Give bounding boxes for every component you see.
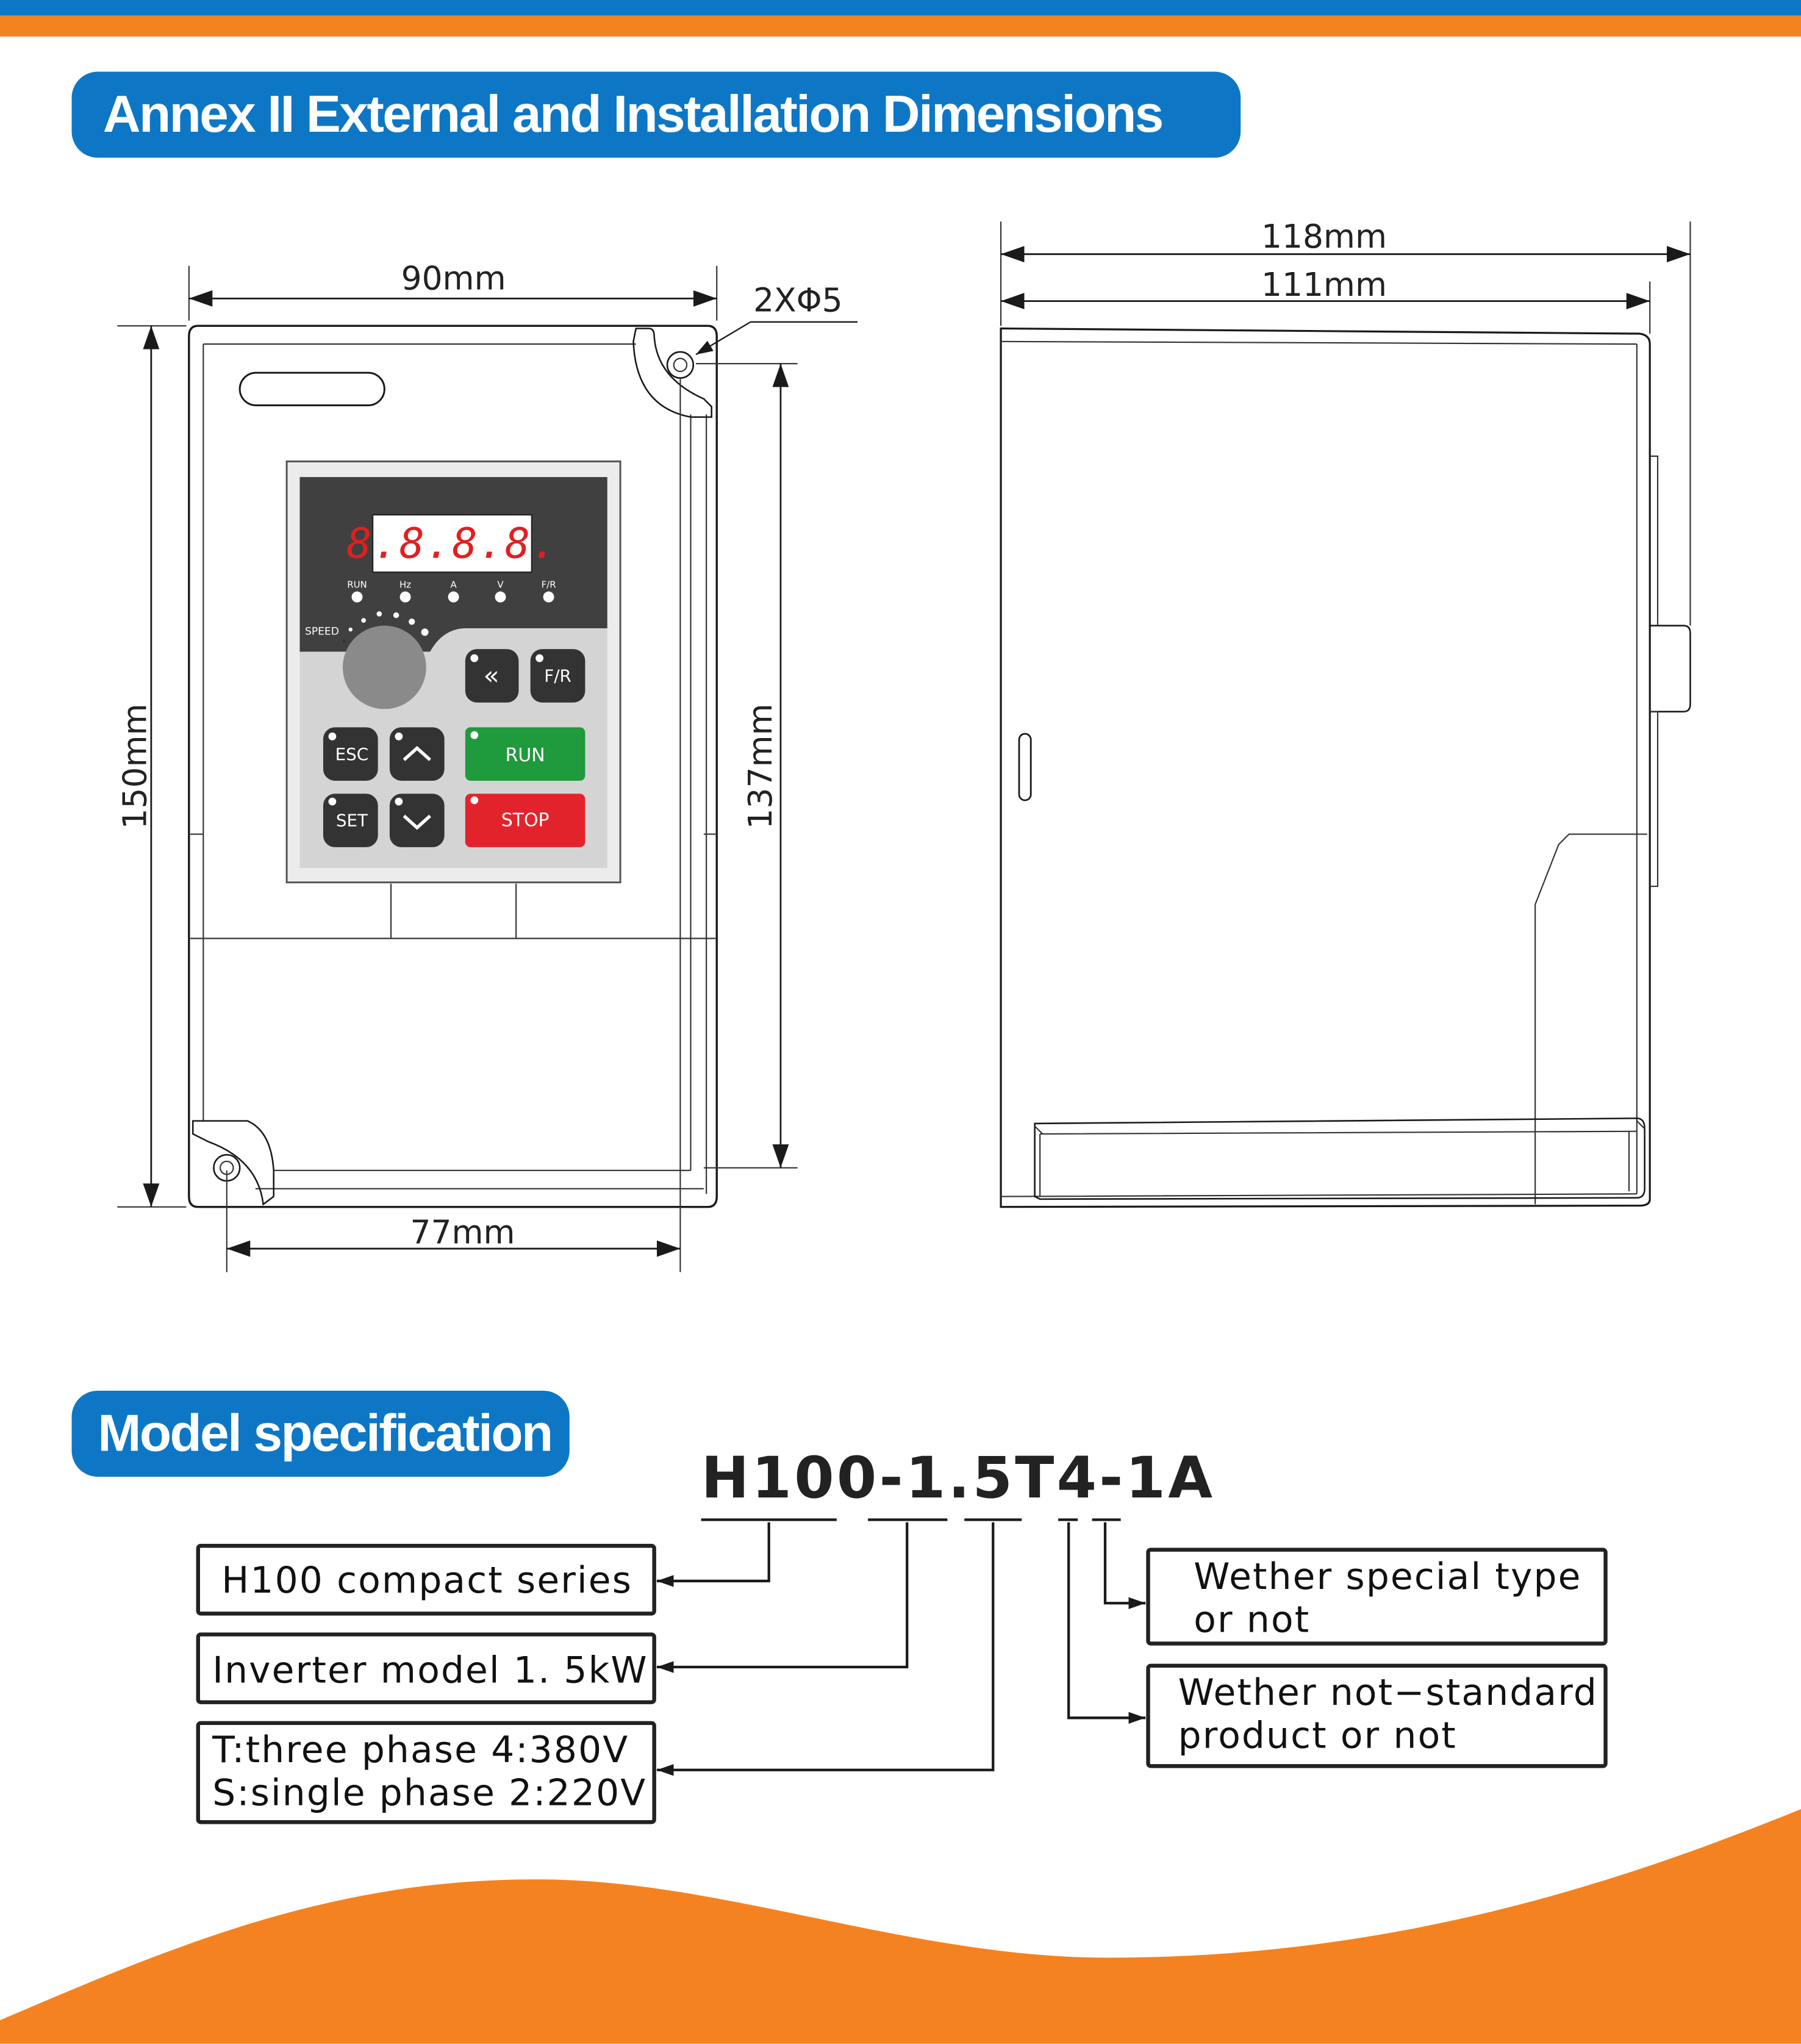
series-text: H100 compact series xyxy=(221,1559,632,1602)
phase-box xyxy=(196,1721,656,1824)
keypad: 8.8.8.8. RUN Hz A V F/R SPEED xyxy=(285,460,621,884)
model-spec-header: Model specification xyxy=(71,1390,570,1477)
led-v xyxy=(495,591,506,603)
depth-dim-label: 118mm xyxy=(1261,217,1387,256)
special-text-line2: or not xyxy=(1194,1598,1310,1641)
side-view: 118mm 111mm xyxy=(1000,217,1691,1208)
body-depth-dim-label: 111mm xyxy=(1261,265,1387,304)
top-orange-stripe xyxy=(0,15,1801,37)
power-text: Inverter model 1. 5kW xyxy=(212,1649,648,1692)
speed-label: SPEED xyxy=(305,626,339,638)
special-box xyxy=(1146,1547,1608,1646)
svg-text:«: « xyxy=(484,661,499,691)
height-dim-label: 150mm xyxy=(115,703,154,829)
nonstd-box xyxy=(1146,1663,1608,1768)
hole-dim-label: 2XΦ5 xyxy=(753,281,843,320)
led-a xyxy=(448,591,459,603)
led-hz xyxy=(399,591,411,603)
esc-key[interactable]: ESC xyxy=(323,727,378,781)
seven-seg-display: 8.8.8.8. xyxy=(346,520,557,568)
speed-dots xyxy=(348,611,435,643)
nonstd-text-line1: Wether not−standard xyxy=(1178,1671,1598,1714)
mount-width-dim-label: 77mm xyxy=(410,1213,515,1252)
svg-text:RUN: RUN xyxy=(506,745,545,766)
width-dim-label: 90mm xyxy=(401,259,506,297)
shift-key[interactable]: « xyxy=(465,649,519,703)
speed-knob[interactable] xyxy=(342,625,426,709)
stop-key[interactable]: STOP xyxy=(465,794,585,847)
nonstd-text-line2: product or not xyxy=(1178,1714,1457,1757)
phase-text-line2: S:single phase 2:220V xyxy=(212,1771,646,1814)
led-fr xyxy=(543,591,554,603)
led-label-a: A xyxy=(450,579,457,590)
led-label-fr: F/R xyxy=(542,579,556,590)
svg-text:STOP: STOP xyxy=(501,810,550,831)
power-box xyxy=(196,1632,656,1704)
led-run xyxy=(351,591,363,603)
annex-header: Annex II External and Installation Dimen… xyxy=(71,71,1241,158)
down-key[interactable] xyxy=(389,794,445,847)
model-spec: H100-1.5T4-1A H100 compact series Invert… xyxy=(196,1445,1608,1824)
front-view: 8.8.8.8. RUN Hz A V F/R SPEED xyxy=(115,259,858,1272)
svg-text:ESC: ESC xyxy=(335,744,369,764)
series-box xyxy=(196,1544,656,1616)
chevron-down-icon xyxy=(403,814,431,830)
svg-text:F/R: F/R xyxy=(544,666,571,686)
model-code: H100-1.5T4-1A xyxy=(701,1445,1216,1511)
up-key[interactable] xyxy=(389,727,445,781)
top-blue-stripe xyxy=(0,0,1801,16)
led-label-run: RUN xyxy=(347,579,367,590)
phase-text-line1: T:three phase 4:380V xyxy=(212,1729,629,1771)
svg-text:SET: SET xyxy=(336,811,368,831)
set-key[interactable]: SET xyxy=(323,794,378,847)
led-row: RUN Hz A V F/R xyxy=(347,579,556,603)
led-label-v: V xyxy=(497,579,504,590)
special-text-line1: Wether special type xyxy=(1194,1555,1581,1598)
run-key[interactable]: RUN xyxy=(465,727,585,781)
chevron-up-icon xyxy=(403,745,431,761)
fr-key[interactable]: F/R xyxy=(530,649,585,703)
bottom-wave xyxy=(0,1809,1801,2044)
mount-height-dim-label: 137mm xyxy=(741,703,779,829)
led-label-hz: Hz xyxy=(399,579,411,590)
